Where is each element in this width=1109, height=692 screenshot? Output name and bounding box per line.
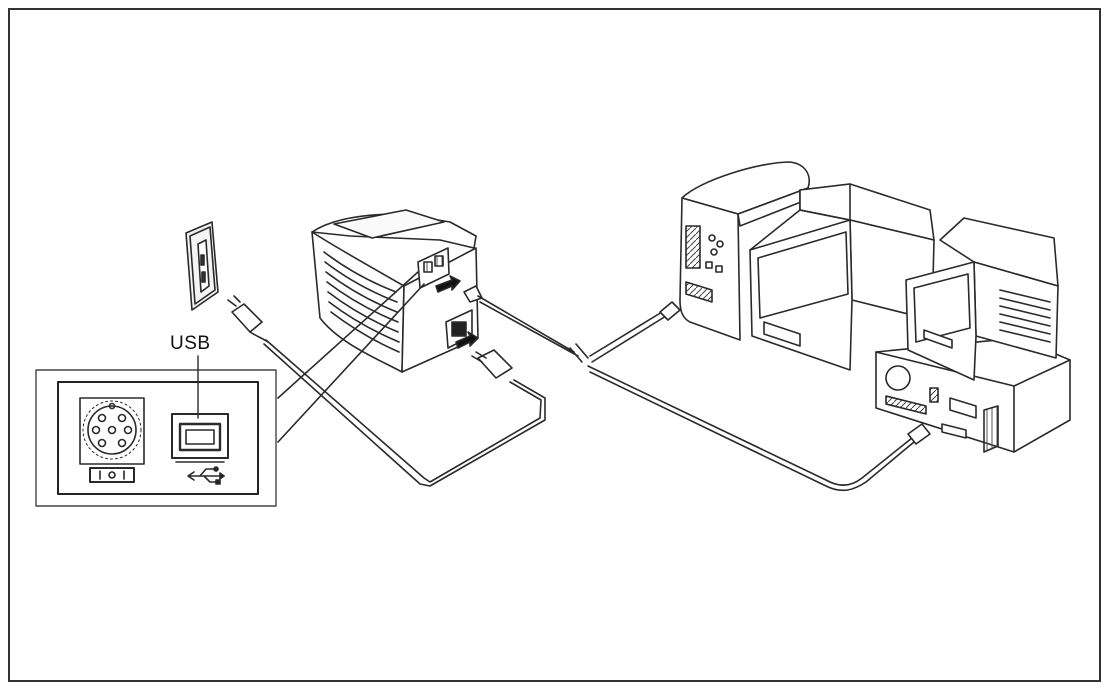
usb-callout-label: USB [170,333,211,354]
usb-cable-printer-side [477,295,579,357]
usb-plug-mac [659,301,681,321]
port-inset-callout [35,355,277,507]
callout-line-upper [277,271,419,399]
mac-computer [679,161,810,341]
mini-din-8-port-icon [79,397,145,483]
usb-b-port-icon [171,413,229,463]
power-cord [263,339,546,487]
cable-break-mark [569,343,589,363]
printer-power-plug [471,349,513,379]
wall-power-plug [227,295,269,343]
pc-desktop [875,337,1071,453]
usb-trident-icon [187,466,225,485]
usb-cable-to-pc [587,365,915,492]
monitor-left [749,183,935,371]
usb-plug-pc [907,423,931,445]
monitor-right [905,217,1059,381]
card-printer [311,209,483,373]
wall-outlet [185,221,219,311]
callout-line-lower [277,283,425,443]
